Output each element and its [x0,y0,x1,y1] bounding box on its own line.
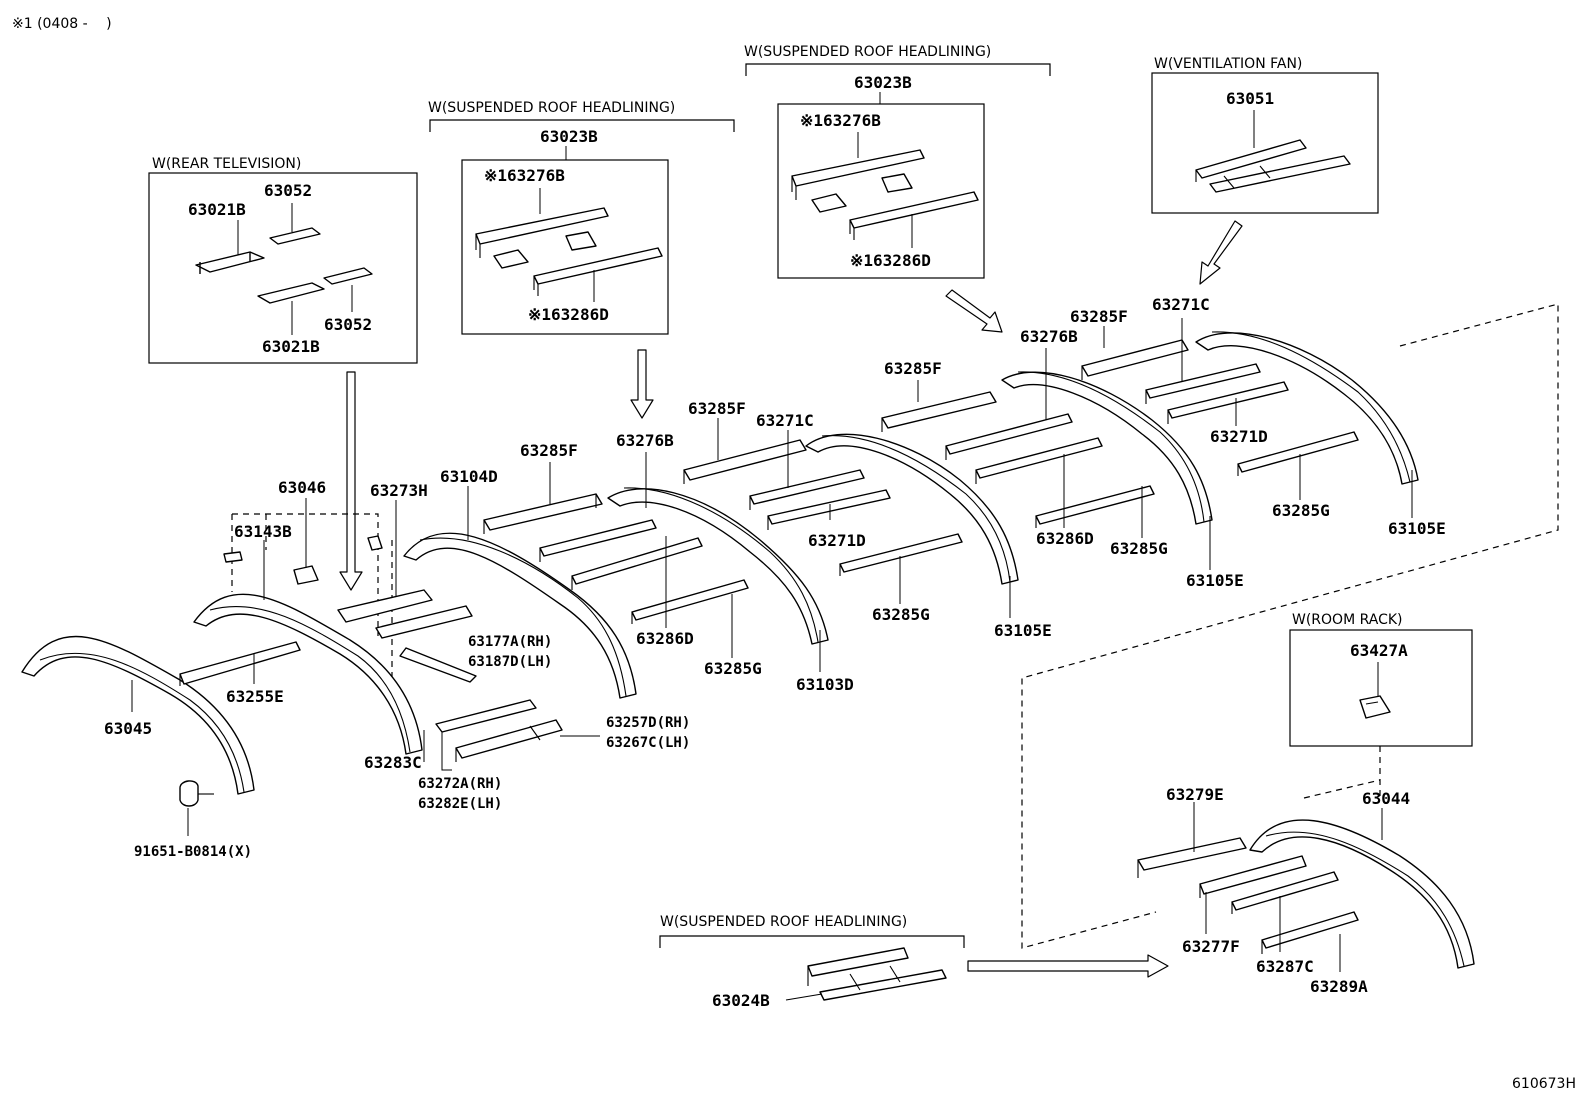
label-63272a[interactable]: 63272A(RH) [418,776,502,792]
label-63271c-1[interactable]: 63271C [756,411,814,430]
arrow-rear-tv [339,371,363,591]
label-63286d-2[interactable]: 63286D [1036,529,1094,548]
label-63276b-2[interactable]: 63276B [1020,327,1078,346]
diagram-code: 610673H [1512,1076,1576,1092]
label-63285g-4[interactable]: 63285G [1272,501,1330,520]
label-63286d-1[interactable]: 63286D [636,629,694,648]
label-63285f-1[interactable]: 63285F [520,441,578,460]
label-s1-63286d[interactable]: ※163286D [528,305,609,324]
label-63287c[interactable]: 63287C [1256,957,1314,976]
label-63257d[interactable]: 63257D(RH) [606,715,690,731]
suspended-headlining-box-3: W(SUSPENDED ROOF HEADLINING) 63024B [659,914,965,1010]
label-63283c[interactable]: 63283C [364,753,422,772]
label-63285g-2[interactable]: 63285G [872,605,930,624]
suspended-headlining-caption-2: W(SUSPENDED ROOF HEADLINING) [744,44,991,60]
label-63285g-3[interactable]: 63285G [1110,539,1168,558]
part-labels: 63046 63273H 63143B 63104D 63285F 63276B… [104,295,1446,996]
label-63273h[interactable]: 63273H [370,481,428,500]
label-63276b-1[interactable]: 63276B [616,431,674,450]
label-63289a[interactable]: 63289A [1310,977,1368,996]
label-rr-63427a[interactable]: 63427A [1350,641,1408,660]
label-63277f[interactable]: 63277F [1182,937,1240,956]
roof-bow-63045 [21,635,255,795]
label-rtv-63052-b[interactable]: 63052 [324,315,372,334]
label-63187d[interactable]: 63187D(LH) [468,654,552,670]
label-rtv-63052-a[interactable]: 63052 [264,181,312,200]
label-63105e-1[interactable]: 63105E [1388,519,1446,538]
label-63285f-4[interactable]: 63285F [1070,307,1128,326]
label-s2-63276b[interactable]: ※163276B [800,111,881,130]
roof-bow-63143b [193,593,423,755]
label-63046[interactable]: 63046 [278,478,326,497]
roof-bow-63104d [403,532,637,699]
room-rack-box: W(ROOM RACK) 63427A [1289,612,1473,800]
label-rtv-63021b-b[interactable]: 63021B [262,337,320,356]
dashed-ref-rack [1303,779,1381,799]
header-note: ※1 (0408 - ) [12,16,112,32]
label-63271d-2[interactable]: 63271D [1210,427,1268,446]
label-63105e-3[interactable]: 63105E [994,621,1052,640]
label-63271c-2[interactable]: 63271C [1152,295,1210,314]
label-63103d[interactable]: 63103D [796,675,854,694]
label-s2-63023b[interactable]: 63023B [854,73,912,92]
label-s1-63023b[interactable]: 63023B [540,127,598,146]
rear-television-caption: W(REAR TELEVISION) [152,156,301,172]
label-63285f-3[interactable]: 63285F [884,359,942,378]
label-63045[interactable]: 63045 [104,719,152,738]
suspended-headlining-box-1: W(SUSPENDED ROOF HEADLINING) 63023B ※163… [428,100,735,335]
arrow-susp-1 [630,349,654,419]
label-s2-63286d[interactable]: ※163286D [850,251,931,270]
label-91651-b0814[interactable]: 91651-B0814(X) [134,844,252,860]
rear-television-box: W(REAR TELEVISION) 63021B 63052 63052 63… [148,156,418,364]
suspended-headlining-box-2: W(SUSPENDED ROOF HEADLINING) 63023B ※163… [744,44,1051,279]
ventilation-fan-box: W(VENTILATION FAN) 63051 [1151,56,1379,214]
label-vf-63051[interactable]: 63051 [1226,89,1274,108]
arrow-susp-2 [945,289,1003,333]
roof-bow-63105e-1 [805,433,1019,585]
label-63267c[interactable]: 63267C(LH) [606,735,690,751]
roof-bow-63105e-3 [1195,332,1419,485]
label-s3-63024b[interactable]: 63024B [712,991,770,1010]
label-63143b[interactable]: 63143B [234,522,292,541]
arrow-susp-3 [967,954,1169,978]
dashed-ref-right [1021,303,1559,949]
room-rack-caption: W(ROOM RACK) [1292,612,1403,628]
label-63279e[interactable]: 63279E [1166,785,1224,804]
label-63271d-1[interactable]: 63271D [808,531,866,550]
label-63104d[interactable]: 63104D [440,467,498,486]
label-s1-63276b[interactable]: ※163276B [484,166,565,185]
label-63105e-2[interactable]: 63105E [1186,571,1244,590]
label-63255e[interactable]: 63255E [226,687,284,706]
label-63285f-2[interactable]: 63285F [688,399,746,418]
leader-lines [131,318,1413,972]
label-63282e[interactable]: 63282E(LH) [418,796,502,812]
label-63177a[interactable]: 63177A(RH) [468,634,552,650]
suspended-headlining-caption-1: W(SUSPENDED ROOF HEADLINING) [428,100,675,116]
roof-bow-63105e-2 [1001,371,1213,525]
label-63044[interactable]: 63044 [1362,789,1410,808]
ventilation-fan-caption: W(VENTILATION FAN) [1154,56,1302,72]
arrow-vent-fan [1199,220,1243,285]
suspended-headlining-caption-3: W(SUSPENDED ROOF HEADLINING) [660,914,907,930]
label-rtv-63021b-a[interactable]: 63021B [188,200,246,219]
label-63285g-1[interactable]: 63285G [704,659,762,678]
